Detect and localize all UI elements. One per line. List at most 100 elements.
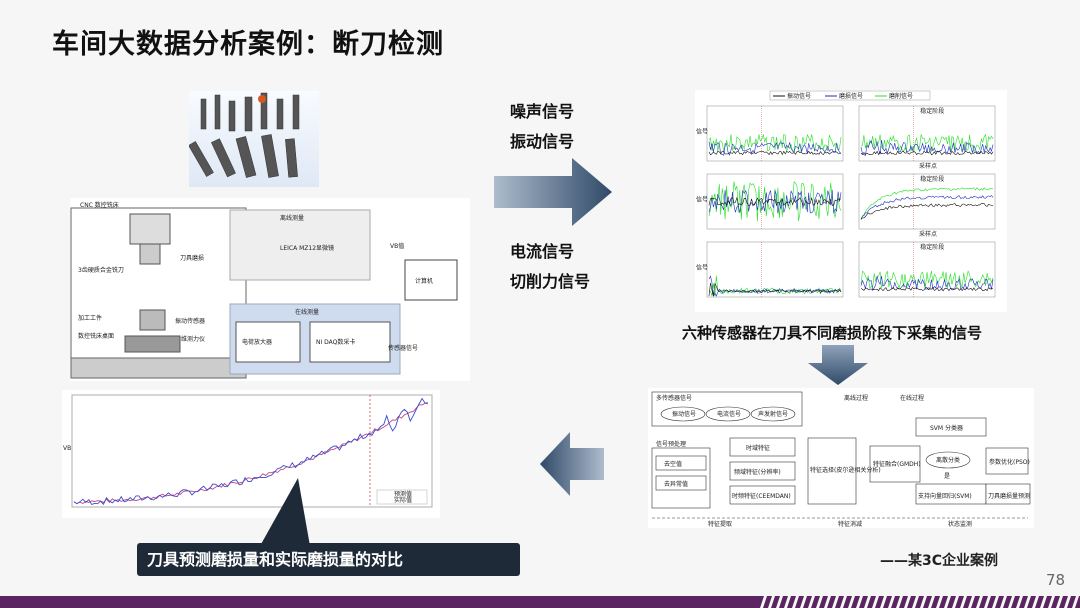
fc-svm-model: 支持向量回归(SVM) [918, 492, 972, 500]
experiment-setup-diagram: CNC 数控铣床 3齿硬质合金铣刀 刀具磨损 加工工件 数控铣床桌面 振动传感器… [70, 198, 470, 381]
caption-pointer [260, 478, 310, 546]
fc-stage1: 特征提取 [708, 520, 732, 528]
fc-svm-class: SVM 分类器 [930, 424, 963, 432]
fc-stage3: 状态监测 [948, 520, 972, 528]
slide-title: 车间大数据分析案例：断刀检测 [52, 29, 444, 60]
panel-y-label: 信号 [696, 128, 708, 136]
fc-denoise: 去空值 [664, 460, 682, 468]
wear-legend-pred: 预测值 [394, 490, 412, 498]
label-dynamometer: 三维测力仪 [175, 335, 205, 343]
footer-stripe [928, 596, 935, 608]
label-amplifier: 电荷放大器 [242, 338, 272, 346]
signal-panel-1 [706, 105, 844, 162]
panel-y-label: 信号 [696, 196, 708, 204]
footer-stripe [920, 596, 927, 608]
label-computer: 计算机 [415, 277, 433, 285]
label-vibration-sensor: 振动传感器 [175, 317, 205, 325]
cutting-tools-photo [188, 91, 319, 187]
signal-noise: 噪声信号 [510, 102, 575, 121]
footer-stripe [888, 596, 895, 608]
panel-stage-label: 稳定阶段 [920, 243, 944, 251]
footer-stripe [936, 596, 943, 608]
label-cnc: CNC 数控铣床 [80, 201, 119, 209]
wear-ylabel: VB [63, 445, 71, 452]
footer-stripe [912, 596, 919, 608]
signal-trace [708, 282, 842, 297]
fc-current: 电流信号 [717, 410, 741, 418]
footer-stripe [1064, 596, 1071, 608]
footer-stripe [992, 596, 999, 608]
fc-offline: 离线过程 [844, 394, 868, 402]
signal-trace [860, 195, 994, 220]
fc-online: 在线过程 [900, 394, 924, 402]
fc-output: 刀具磨损量预测 [988, 492, 1030, 500]
signal-trace [708, 275, 842, 298]
footer-stripe [808, 596, 815, 608]
footer-stripe [976, 596, 983, 608]
page-number: 78 [1046, 571, 1066, 589]
signal-trace [860, 286, 994, 292]
footer-stripe [952, 596, 959, 608]
down-arrow-icon [808, 345, 868, 385]
fc-sound: 声发射信号 [758, 410, 788, 418]
fc-time: 时域特征 [746, 444, 770, 452]
footer-stripe [896, 596, 903, 608]
panel-stage-label: 稳定阶段 [920, 107, 944, 115]
footer-stripe [944, 596, 951, 608]
fc-param-opt: 参数优化(PSO) [989, 458, 1030, 466]
bottom-caption: 刀具预测磨损量和实际磨损量的对比 [137, 543, 520, 576]
footer-stripe [816, 596, 823, 608]
signal-trace [708, 275, 842, 297]
wear-legend-actual: 实际值 [394, 496, 412, 504]
signals-caption: 六种传感器在刀具不同磨损阶段下采集的信号 [682, 324, 983, 342]
footer-stripe [848, 596, 855, 608]
footer-stripe [840, 596, 847, 608]
label-workpiece: 加工工件 [78, 314, 102, 322]
signal-trace [860, 187, 994, 221]
label-microscope: LEICA MZ12显微镜 [280, 244, 334, 252]
footer-stripe [880, 596, 887, 608]
footer-stripe [1016, 596, 1023, 608]
fc-fusion: 特征融合(GMDH) [873, 460, 921, 468]
signal-trace [708, 196, 842, 207]
footer-stripes [760, 596, 1079, 608]
signal-trace [708, 189, 842, 214]
signal-trace [708, 141, 842, 156]
right-arrow-icon [494, 158, 612, 226]
signal-vibration: 振动信号 [510, 132, 575, 151]
label-tool-wear: 刀具磨损 [180, 254, 204, 262]
fc-preprocess: 信号预处理 [656, 440, 686, 448]
footer-stripe [1032, 596, 1039, 608]
signal-trace [708, 181, 842, 222]
signal-force: 切削力信号 [510, 272, 591, 291]
fc-model-select: 离散分类 [936, 456, 960, 464]
footer-stripe [1048, 596, 1055, 608]
panel-x-label: 采样点 [919, 162, 937, 170]
footer-stripe [1072, 596, 1079, 608]
fc-tf: 时频特征(CEEMDAN) [732, 492, 791, 500]
signal-trace [860, 133, 994, 153]
footer-stripe [768, 596, 775, 608]
label-daq: NI DAQ数采卡 [316, 338, 355, 346]
sensor-signal-panels: 振动信号 磨损信号 磨削信号 信号稳定阶段采样点信号稳定阶段采样点信号稳定阶段 [695, 90, 1007, 312]
label-vb: VB值 [390, 242, 404, 250]
footer-stripe [776, 596, 783, 608]
fc-select: 特征选择(皮尔逊相关分析) [810, 466, 881, 474]
footer-stripe [904, 596, 911, 608]
signal-trace [708, 150, 842, 156]
footer-stripe [784, 596, 791, 608]
footer-stripe [760, 596, 767, 608]
footer-stripe [960, 596, 967, 608]
signal-panel-5 [706, 241, 844, 298]
panel-stage-label: 稳定阶段 [920, 175, 944, 183]
footer-stripe [968, 596, 975, 608]
left-arrow-icon [540, 432, 604, 496]
label-table: 数控铣床桌面 [78, 332, 114, 340]
footer-stripe [1056, 596, 1063, 608]
signal-legend-2: 磨损信号 [839, 92, 863, 100]
label-sensor-signal: 传感器信号 [388, 344, 418, 352]
footer-stripe [832, 596, 839, 608]
signal-trace [860, 203, 994, 220]
footer-stripe [800, 596, 807, 608]
label-offline: 离线测量 [280, 214, 304, 222]
